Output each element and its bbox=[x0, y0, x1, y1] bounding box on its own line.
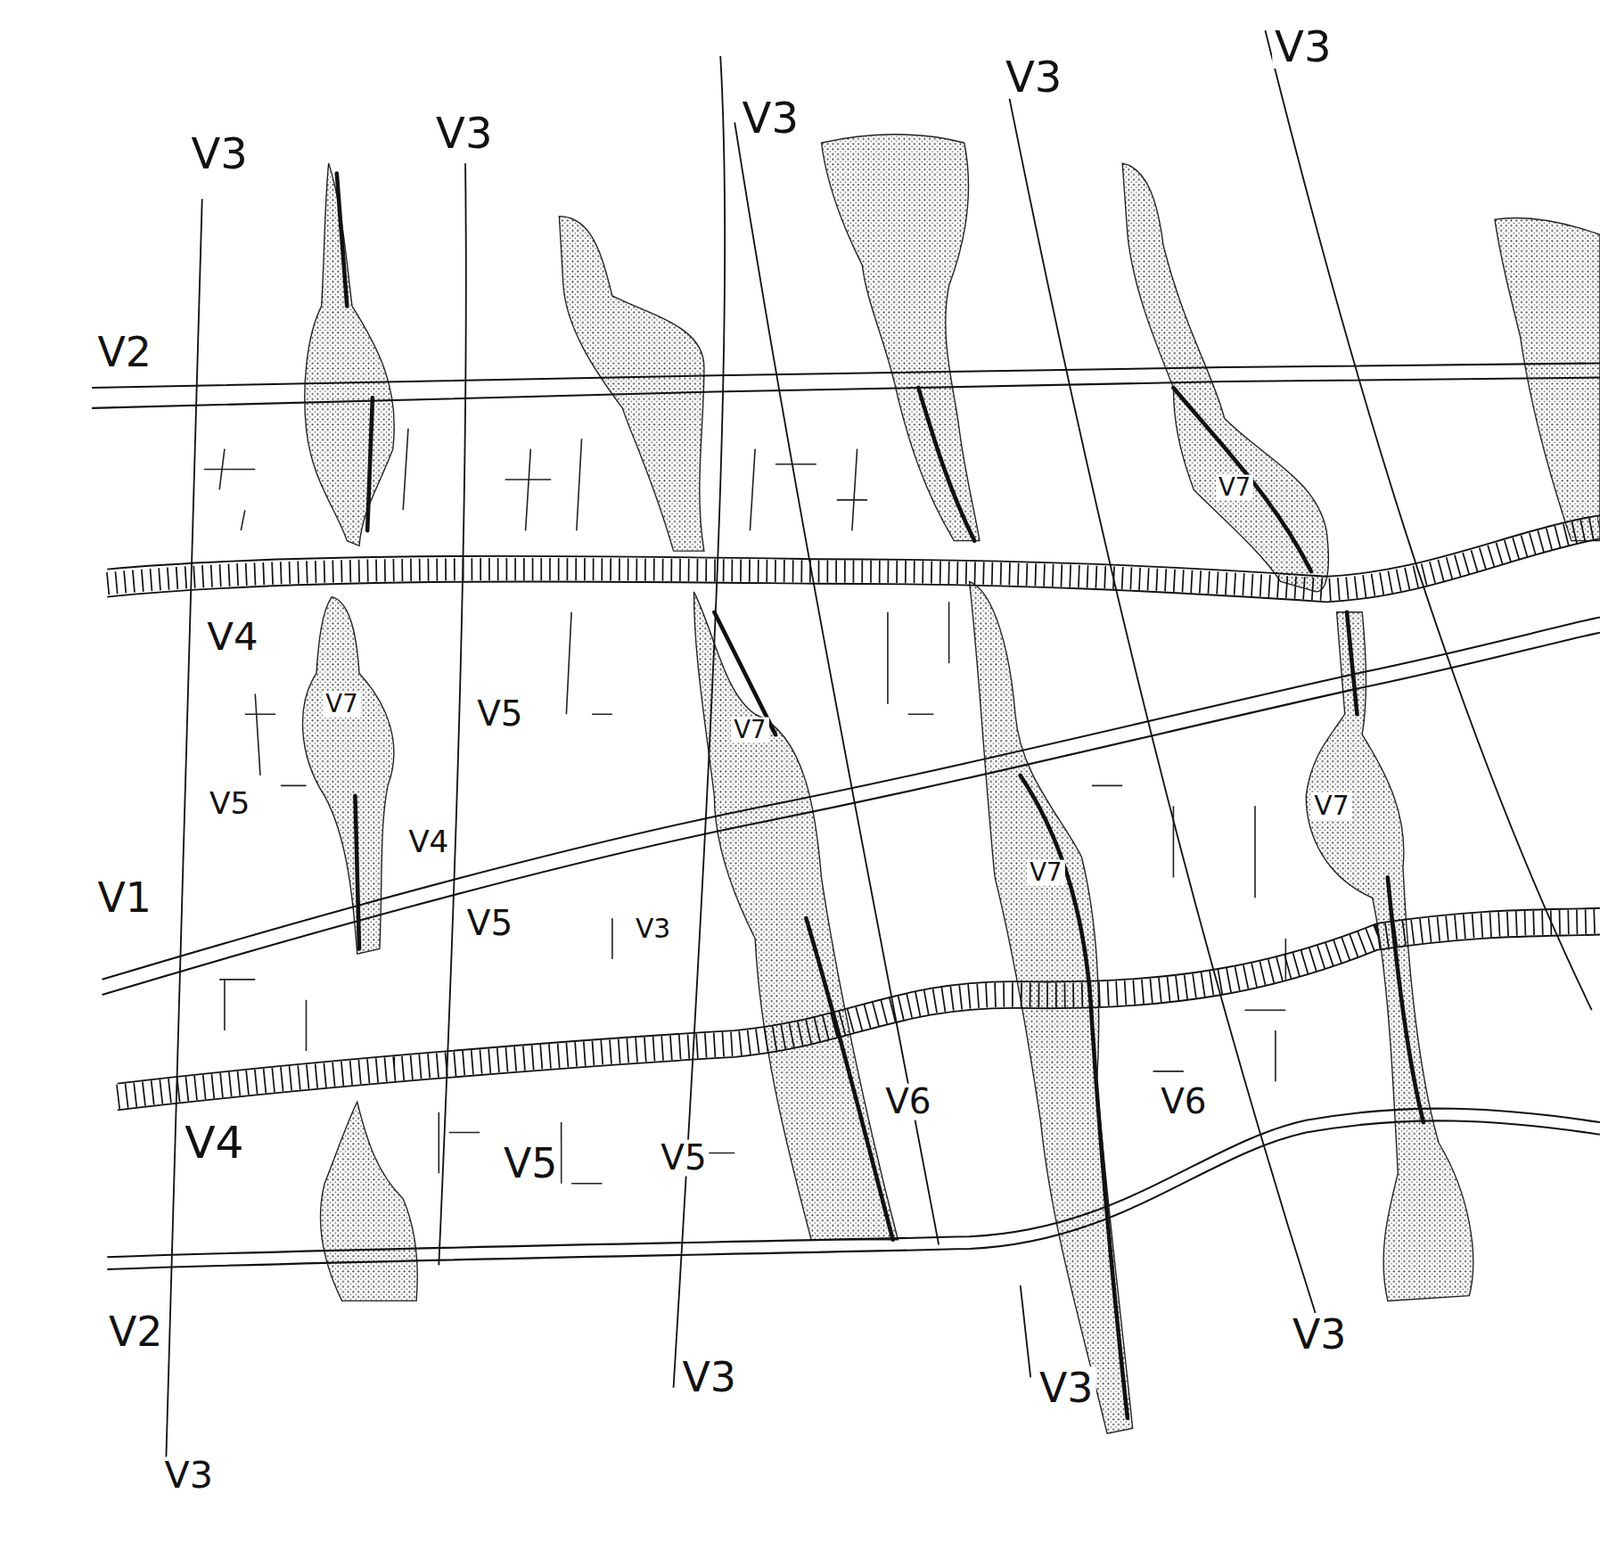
vein-label: V3 bbox=[1289, 1312, 1349, 1356]
vein-label: V3 bbox=[1002, 54, 1065, 99]
vein-label: V7 bbox=[1026, 859, 1065, 886]
vein-label: V5 bbox=[464, 905, 516, 943]
vein-label: V4 bbox=[181, 1119, 247, 1167]
vein-label: V2 bbox=[94, 330, 154, 374]
vein-label: V5 bbox=[657, 1140, 709, 1177]
vein-label: V5 bbox=[474, 696, 526, 733]
vein-label: V7 bbox=[1311, 792, 1352, 821]
vein-label: V3 bbox=[679, 1355, 739, 1399]
vein-label: V6 bbox=[882, 1083, 934, 1121]
vein-label: V3 bbox=[433, 110, 495, 156]
vein-label: V6 bbox=[1157, 1083, 1209, 1121]
vein-label: V3 bbox=[632, 914, 673, 943]
vein-label: V7 bbox=[1215, 475, 1254, 501]
vein-label: V7 bbox=[730, 716, 769, 743]
vein-label: V4 bbox=[204, 617, 261, 659]
vein-label: V5 bbox=[500, 1141, 560, 1185]
vein-label: V1 bbox=[94, 876, 154, 919]
vein-label: V4 bbox=[405, 825, 452, 858]
vein-label: V3 bbox=[1271, 23, 1334, 68]
vein-label: V3 bbox=[188, 130, 250, 175]
vein-label: V3 bbox=[739, 94, 802, 140]
vein-label: V5 bbox=[206, 787, 253, 820]
vein-label: V3 bbox=[1036, 1366, 1096, 1410]
vein-label: V7 bbox=[322, 690, 361, 717]
vein-label: V2 bbox=[106, 1310, 165, 1354]
vein-label: V3 bbox=[162, 1457, 216, 1496]
